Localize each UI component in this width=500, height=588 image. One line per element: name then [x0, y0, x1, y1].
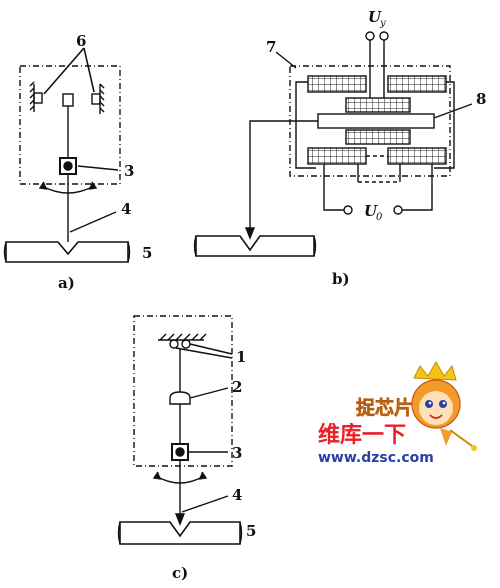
left-elastic-support	[29, 81, 43, 112]
diagram-b	[193, 31, 473, 257]
label-b-7: 7	[266, 38, 276, 56]
coil-top-left	[307, 75, 367, 93]
label-a-6: 6	[76, 32, 86, 50]
diagram-c	[117, 315, 243, 545]
housing-a	[19, 65, 121, 185]
center-mass	[62, 93, 74, 107]
diagram-a	[3, 47, 131, 263]
label-b-8: 8	[476, 90, 486, 108]
caption-b: b)	[332, 270, 350, 288]
workpiece-b	[195, 235, 315, 257]
label-c-5: 5	[246, 522, 256, 540]
coil-bottom-right	[387, 147, 447, 165]
voltage-uy-symbol: U	[368, 8, 382, 26]
coil-bottom-left	[307, 147, 367, 165]
coil-upper-center	[345, 97, 411, 113]
watermark-url: www.dzsc.com	[318, 450, 434, 466]
voltage-u0-sub: 0	[376, 212, 383, 223]
voltage-uy-sub: y	[379, 18, 386, 29]
coil-lower-center	[345, 129, 411, 145]
label-c-4: 4	[232, 486, 242, 504]
right-elastic-support	[91, 83, 105, 114]
watermark-subtitle: 维库一下	[318, 422, 406, 448]
watermark: 捉芯片 维库一下 www.dzsc.com	[318, 360, 477, 466]
workpiece-5-a	[5, 241, 129, 263]
label-a-4: 4	[121, 200, 131, 218]
watermark-title: 捉芯片	[356, 396, 413, 419]
workpiece-5-c	[119, 521, 241, 545]
housing-c	[133, 315, 233, 467]
coil-top-right	[387, 75, 447, 93]
label-c-2: 2	[232, 378, 242, 396]
caption-c: c)	[172, 564, 188, 582]
caption-a: a)	[58, 274, 75, 292]
label-c-3: 3	[232, 444, 242, 462]
label-a-3: 3	[124, 162, 134, 180]
label-c-1: 1	[236, 348, 246, 366]
element-2-c	[169, 391, 191, 405]
mascot-icon	[411, 360, 477, 451]
voltage-u0-symbol: U	[364, 202, 378, 220]
armature-8	[317, 113, 435, 129]
label-a-5: 5	[142, 244, 152, 262]
